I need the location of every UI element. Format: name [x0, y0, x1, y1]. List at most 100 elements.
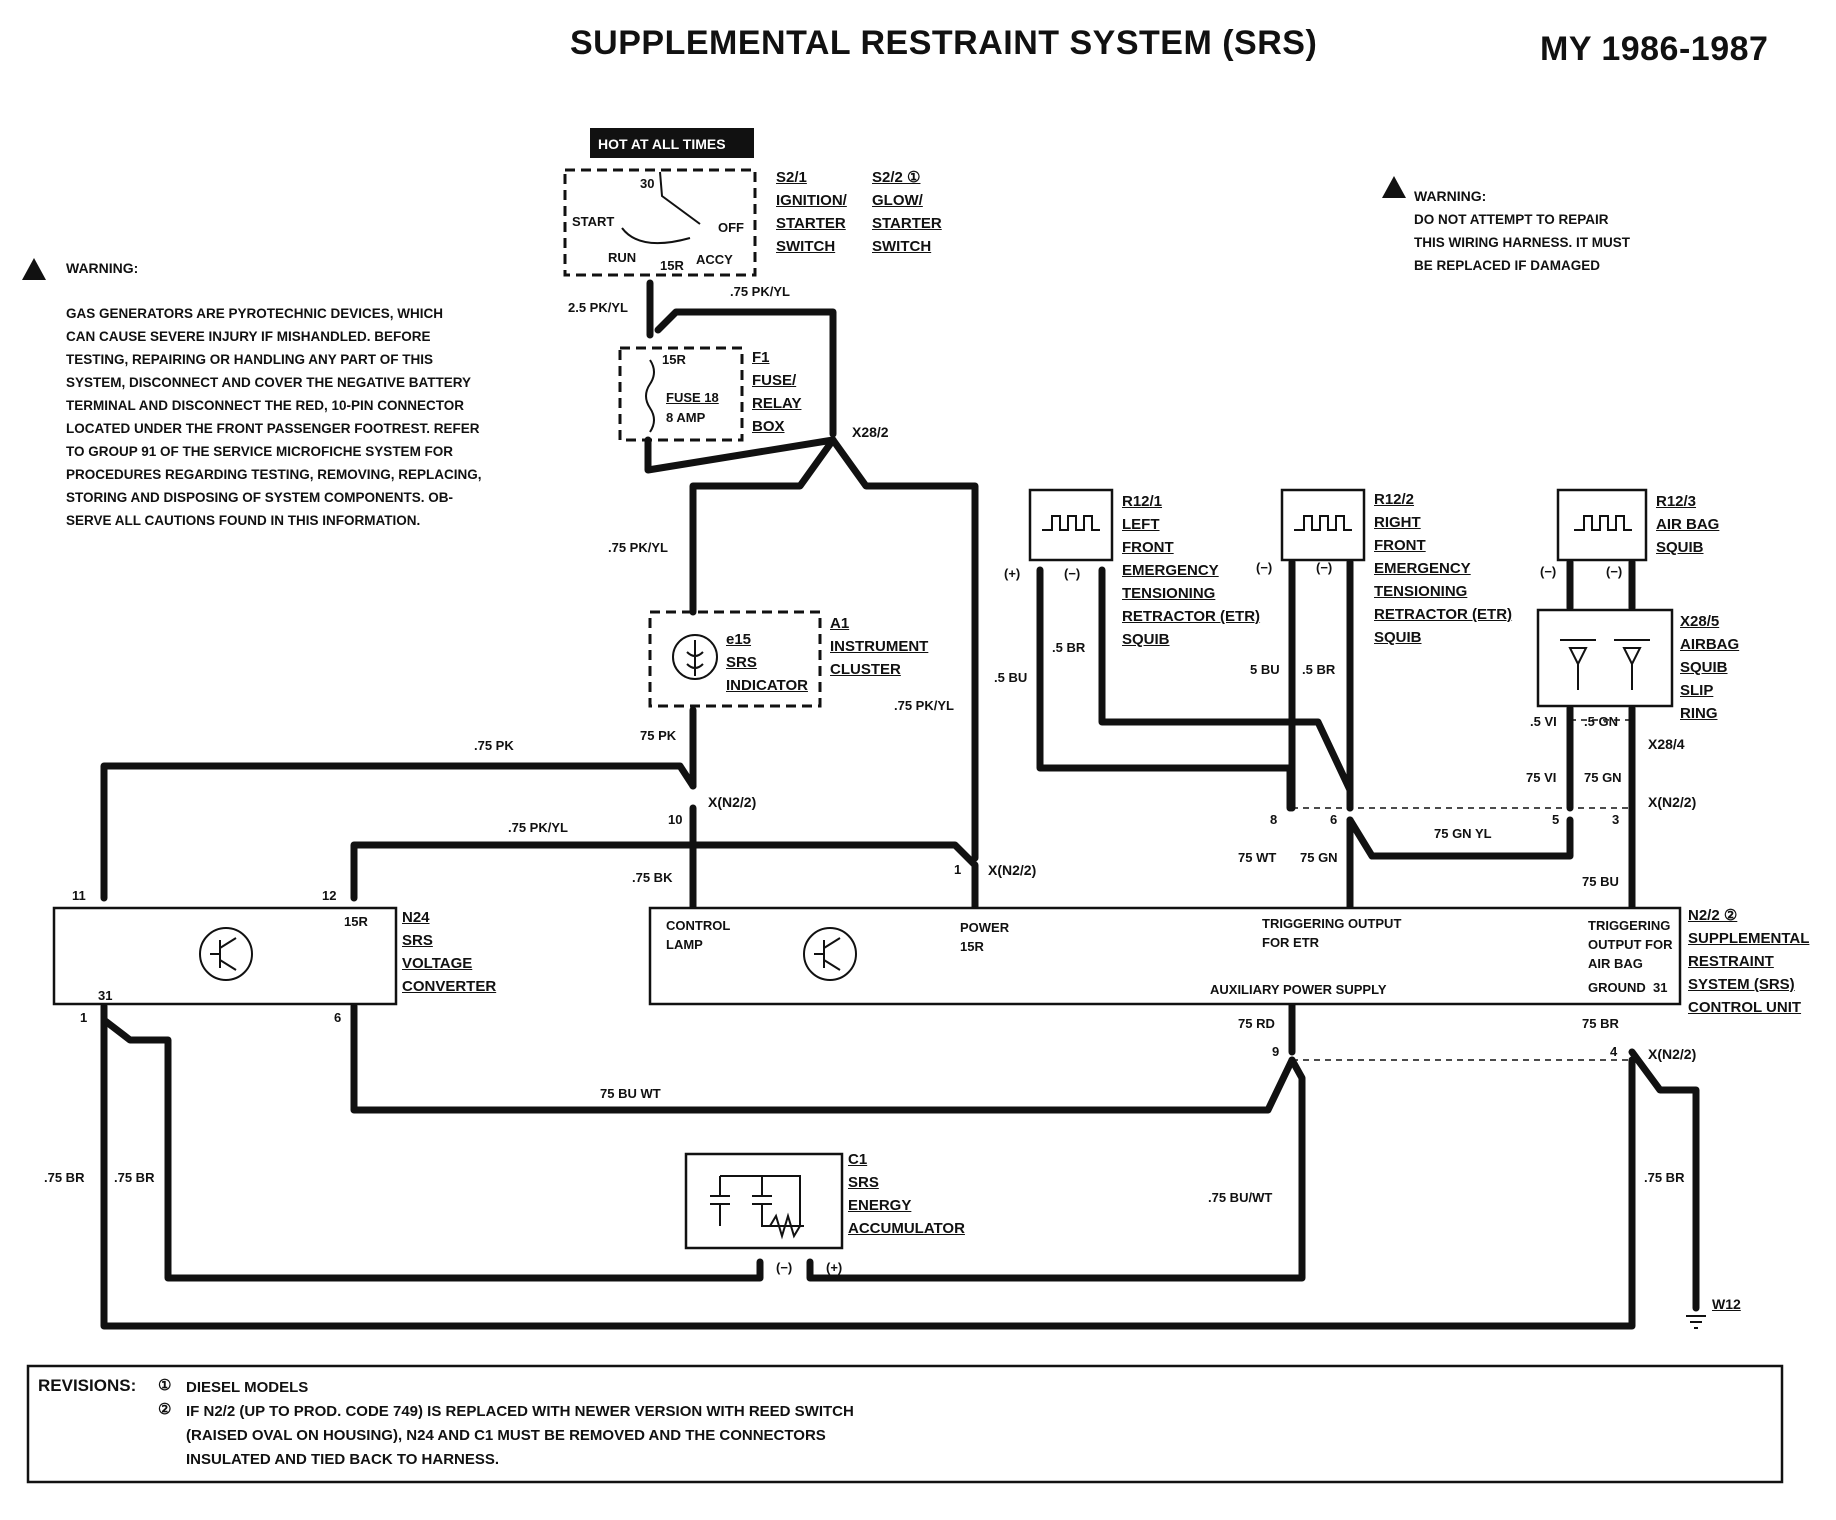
wire-label-75pkyl-mid: .75 PK/YL	[508, 820, 568, 835]
hot-label-bg	[590, 128, 754, 158]
model-year: MY 1986-1987	[1540, 30, 1769, 68]
trig-airbag-label: TRIGGERING OUTPUT FOR AIR BAG	[1588, 918, 1673, 971]
pin-9: 9	[1272, 1044, 1280, 1059]
wire-label-75gn-right: 75 GN	[1584, 770, 1622, 785]
wire-75-br-left-outer	[100, 1002, 1636, 1330]
wire-75-buwt-2	[806, 1056, 1306, 1282]
squib-wave-left	[1042, 515, 1100, 531]
wire-label-5vi: .5 VI	[1530, 714, 1557, 729]
polarity-r123-b: (−)	[1606, 564, 1623, 579]
switch-run: RUN	[608, 250, 637, 265]
component-s22: S2/2 ① GLOW/ STARTER SWITCH	[872, 169, 942, 255]
ignition-switch-arm	[621, 227, 691, 245]
polarity-c1-plus: (+)	[826, 1260, 843, 1275]
switch-start: START	[572, 214, 615, 229]
airbag-squib-box	[1556, 488, 1648, 562]
wire-label-5br-left: .5 BR	[1052, 640, 1086, 655]
slip-ring-diode-b	[1614, 639, 1650, 690]
pin-5: 5	[1552, 812, 1560, 827]
wire-label-75pkyl-left: .75 PK/YL	[608, 540, 668, 555]
warning-right-heading: WARNING:	[1414, 188, 1487, 204]
wire-pkyl-left-branch	[689, 436, 837, 616]
pin-1-converter: 1	[80, 1010, 88, 1025]
srs-indicator-lamp	[672, 634, 718, 680]
revisions-box	[26, 1364, 1784, 1484]
connector-xn22-b: X(N2/2)	[988, 862, 1037, 878]
slip-ring-diode-a	[1560, 639, 1596, 690]
revision-1-mark: ①	[158, 1377, 172, 1394]
wire-label-75pk-b: 75 PK	[640, 728, 677, 743]
polarity-c1-minus: (−)	[776, 1260, 793, 1275]
polarity-r121-plus: (+)	[1004, 566, 1021, 581]
wire-fuse-to-x282	[644, 436, 837, 474]
instrument-cluster-box	[648, 610, 822, 708]
component-s21: S2/1 IGNITION/ STARTER SWITCH	[776, 169, 847, 255]
ground-symbol	[1686, 1315, 1706, 1329]
converter-15r: 15R	[344, 914, 368, 929]
control-unit-transistor	[803, 927, 857, 981]
wire-label-75wt: 75 WT	[1238, 850, 1277, 865]
warning-right-body: DO NOT ATTEMPT TO REPAIR THIS WIRING HAR…	[1414, 212, 1630, 273]
pin-10: 10	[668, 812, 683, 827]
ignition-switch-box	[563, 168, 757, 277]
control-lamp-label: CONTROL LAMP	[666, 918, 731, 952]
component-r121: R12/1 LEFT FRONT EMERGENCY TENSIONING RE…	[1122, 493, 1261, 648]
wire-label-75pkyl-top: .75 PK/YL	[730, 284, 790, 299]
ground-31-label: GROUND 31	[1588, 980, 1668, 995]
wire-label-75bk: .75 BK	[632, 870, 673, 885]
fuse-box	[618, 346, 744, 442]
aux-power-label: AUXILIARY POWER SUPPLY	[1210, 982, 1387, 997]
ground-w12: W12	[1712, 1296, 1741, 1312]
wire-75-br-left-inner	[100, 1016, 764, 1282]
switch-terminal-30: 30	[640, 176, 655, 191]
pin-4: 4	[1610, 1044, 1618, 1059]
wire-label-75gn: 75 GN	[1300, 850, 1338, 865]
fuse-name: FUSE 18	[666, 390, 719, 405]
connector-xn22-a: X(N2/2)	[708, 794, 757, 810]
pin-12: 12	[322, 888, 337, 903]
wire-label-5br-right: .5 BR	[1302, 662, 1336, 677]
component-c1: C1 SRS ENERGY ACCUMULATOR	[848, 1151, 965, 1237]
pin-6-converter: 6	[334, 1010, 342, 1025]
control-unit-transistor-leads	[814, 937, 841, 971]
wire-75-buwt	[350, 1002, 1296, 1114]
wire-label-5bu-right: 5 BU	[1250, 662, 1280, 677]
converter-31: 31	[98, 988, 113, 1003]
polarity-r121-minus: (−)	[1064, 566, 1081, 581]
wire-75-gnyl	[1346, 816, 1574, 860]
component-r122: R12/2 RIGHT FRONT EMERGENCY TENSIONING R…	[1374, 491, 1513, 646]
warning-left-heading: WARNING:	[66, 260, 139, 276]
power-label: POWER 15R	[960, 920, 1010, 954]
warning-triangle-left	[22, 258, 46, 280]
fuse-amp: 8 AMP	[666, 410, 706, 425]
wire-75-pk-left	[100, 762, 697, 902]
component-x285: X28/5 AIRBAG SQUIB SLIP RING	[1680, 613, 1740, 722]
fuse-element	[645, 359, 655, 433]
wire-label-75vi: 75 VI	[1526, 770, 1557, 785]
fuse-terminal: 15R	[662, 352, 686, 367]
wire-label-75br-l2: .75 BR	[114, 1170, 155, 1185]
warning-triangle-right	[1382, 176, 1406, 198]
polarity-r123-a: (−)	[1540, 564, 1557, 579]
switch-accy: ACCY	[696, 252, 733, 267]
warning-left-body: GAS GENERATORS ARE PYROTECHNIC DEVICES, …	[66, 306, 482, 528]
pin-6-etr: 6	[1330, 812, 1338, 827]
component-f1: F1 FUSE/ RELAY BOX	[752, 349, 802, 435]
converter-transistor-leads	[210, 937, 237, 971]
control-unit-box	[648, 906, 1682, 1006]
squib-wave-airbag	[1574, 515, 1632, 531]
pin-3: 3	[1612, 812, 1620, 827]
converter-transistor	[199, 927, 253, 981]
srs-indicator-filament	[686, 640, 704, 676]
connector-x284: X28/4	[1648, 736, 1685, 752]
wire-label-75buwt: 75 BU WT	[600, 1086, 661, 1101]
connector-x282: X28/2	[852, 424, 889, 440]
wire-label-75gnyl: 75 GN YL	[1434, 826, 1492, 841]
wire-label-75rd: 75 RD	[1238, 1016, 1275, 1031]
wire-label-75br-r2: .75 BR	[1644, 1170, 1685, 1185]
switch-15r: 15R	[660, 258, 684, 273]
page-title: SUPPLEMENTAL RESTRAINT SYSTEM (SRS)	[570, 24, 1318, 62]
wire-75-pkyl-mid	[350, 841, 979, 912]
